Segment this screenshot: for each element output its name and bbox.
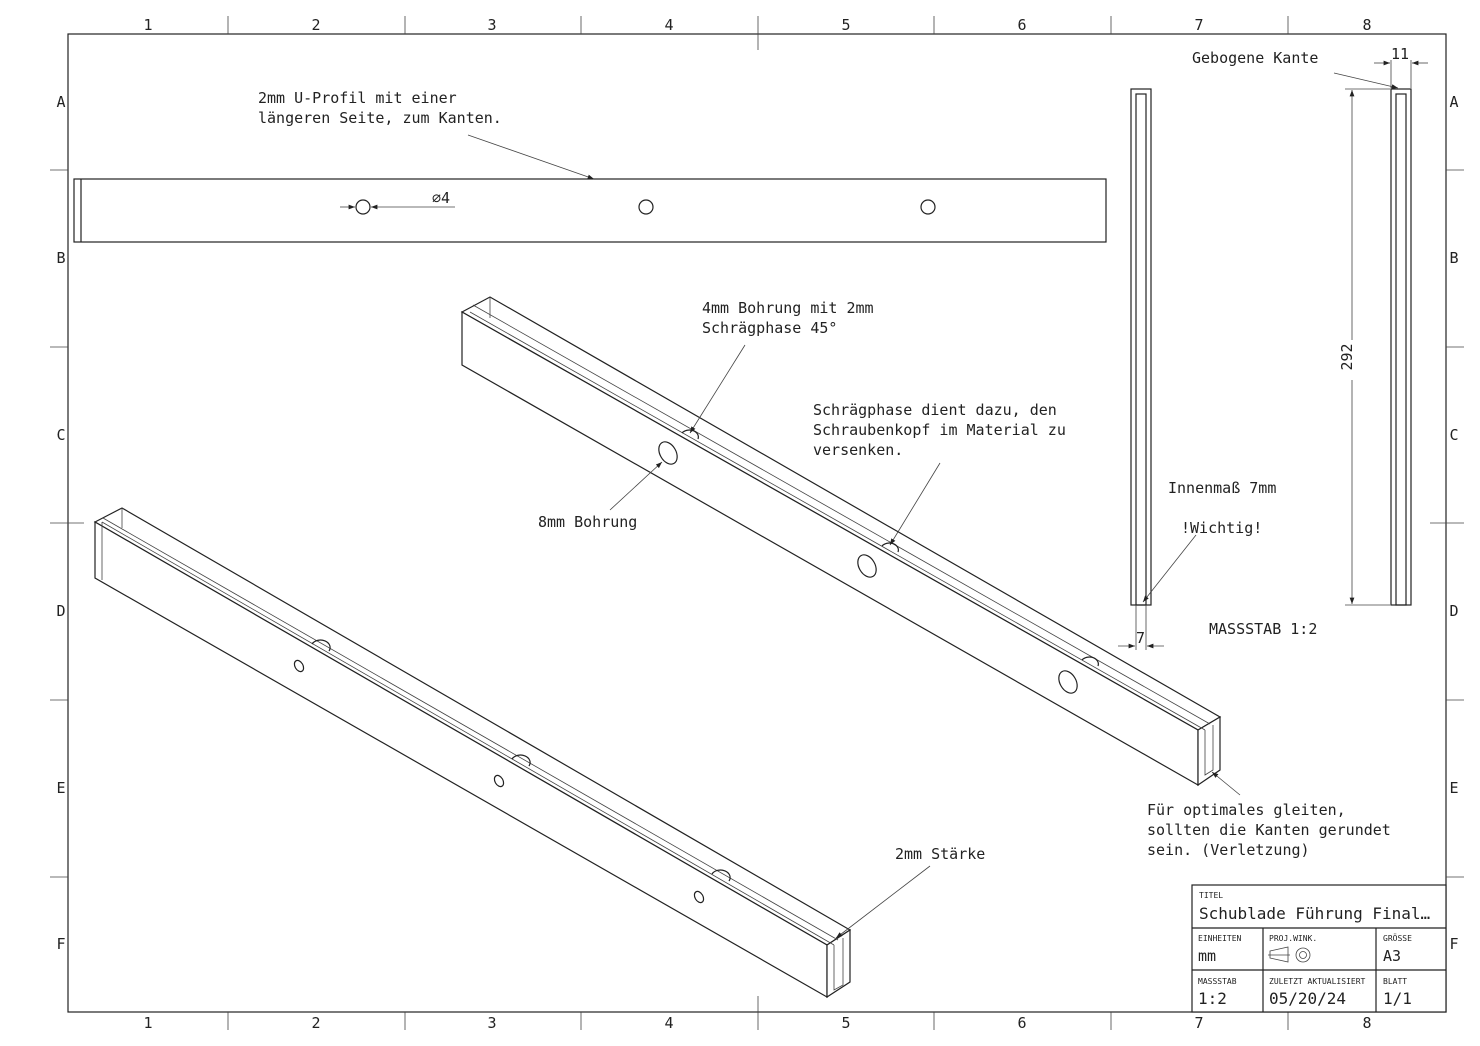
col-label: 8 <box>1362 1014 1371 1032</box>
top-view: ⌀4 2mm U-Profil mit einer längeren Seite… <box>73 89 1107 243</box>
gleiten-note: sollten die Kanten gerundet <box>1147 821 1391 839</box>
row-label: E <box>56 779 65 797</box>
col-label: 2 <box>311 16 320 34</box>
hole <box>920 199 936 215</box>
col-label: 6 <box>1017 1014 1026 1032</box>
aktualisiert-label: ZULETZT AKTUALISIERT <box>1269 977 1366 986</box>
wichtig-note: !Wichtig! <box>1181 519 1262 537</box>
title-block: TITEL Schublade Führung Final… EINHEITEN… <box>1191 884 1447 1013</box>
row-label: F <box>1449 935 1458 953</box>
isometric-view-upper: 4mm Bohrung mit 2mm Schrägphase 45° Schr… <box>460 296 1391 859</box>
phase-note: versenken. <box>813 441 903 459</box>
staerke-note: 2mm Stärke <box>895 845 985 863</box>
isometric-view-lower: 2mm Stärke <box>93 507 985 999</box>
row-label: E <box>1449 779 1458 797</box>
col-label: 4 <box>664 1014 673 1032</box>
massstab-label: MASSSTAB <box>1198 977 1237 986</box>
scale-note: MASSSTAB 1:2 <box>1209 620 1317 638</box>
col-label: 1 <box>143 16 152 34</box>
hole <box>355 199 371 215</box>
drawing-title: Schublade Führung Final… <box>1199 904 1430 923</box>
col-label: 8 <box>1362 16 1371 34</box>
dim-292: 292 <box>1338 343 1356 370</box>
col-label: 3 <box>487 1014 496 1032</box>
row-label: D <box>1449 602 1458 620</box>
einheiten-label: EINHEITEN <box>1198 934 1242 943</box>
end-view: 292 11 Gebogene Kante <box>1192 45 1428 606</box>
row-label: A <box>1449 93 1458 111</box>
bohrung8-note: 8mm Bohrung <box>538 513 637 531</box>
row-label: C <box>56 426 65 444</box>
innenmass-note: Innenmaß 7mm <box>1168 479 1276 497</box>
col-label: 5 <box>841 16 850 34</box>
groesse-value: A3 <box>1383 947 1401 965</box>
row-label: F <box>56 935 65 953</box>
row-label: D <box>56 602 65 620</box>
col-label: 6 <box>1017 16 1026 34</box>
row-label: B <box>1449 249 1458 267</box>
massstab-value: 1:2 <box>1198 989 1227 1008</box>
aktualisiert-value: 05/20/24 <box>1269 989 1346 1008</box>
side-view: 7 Innenmaß 7mm !Wichtig! MASSSTAB 1:2 <box>1118 88 1317 650</box>
einheiten-value: mm <box>1198 947 1216 965</box>
col-label: 7 <box>1194 16 1203 34</box>
proj-label: PROJ.WINK. <box>1269 934 1317 943</box>
u-profile-note: 2mm U-Profil mit einer <box>258 89 457 107</box>
bohrung-note: 4mm Bohrung mit 2mm <box>702 299 874 317</box>
hole-diameter-dim: ⌀4 <box>432 189 450 207</box>
gleiten-note: Für optimales gleiten, <box>1147 801 1346 819</box>
row-label: B <box>56 249 65 267</box>
col-label: 3 <box>487 16 496 34</box>
groesse-label: GRÖSSE <box>1383 933 1412 943</box>
phase-note: Schraubenkopf im Material zu <box>813 421 1066 439</box>
phase-note: Schrägphase dient dazu, den <box>813 401 1057 419</box>
col-label: 1 <box>143 1014 152 1032</box>
blatt-value: 1/1 <box>1383 989 1412 1008</box>
row-label: C <box>1449 426 1458 444</box>
col-label: 2 <box>311 1014 320 1032</box>
gebogene-kante-note: Gebogene Kante <box>1192 49 1318 67</box>
titel-label: TITEL <box>1199 891 1223 900</box>
col-label: 7 <box>1194 1014 1203 1032</box>
u-profile-note: längeren Seite, zum Kanten. <box>258 109 502 127</box>
col-label: 4 <box>664 16 673 34</box>
bohrung-note: Schrägphase 45° <box>702 319 837 337</box>
hole <box>638 199 654 215</box>
dim-7: 7 <box>1136 629 1145 647</box>
dim-11: 11 <box>1391 45 1409 63</box>
col-label: 5 <box>841 1014 850 1032</box>
projection-symbol-icon <box>1268 946 1311 963</box>
row-label: A <box>56 93 65 111</box>
blatt-label: BLATT <box>1383 977 1407 986</box>
gleiten-note: sein. (Verletzung) <box>1147 841 1310 859</box>
grid-ticks <box>50 16 1464 1030</box>
